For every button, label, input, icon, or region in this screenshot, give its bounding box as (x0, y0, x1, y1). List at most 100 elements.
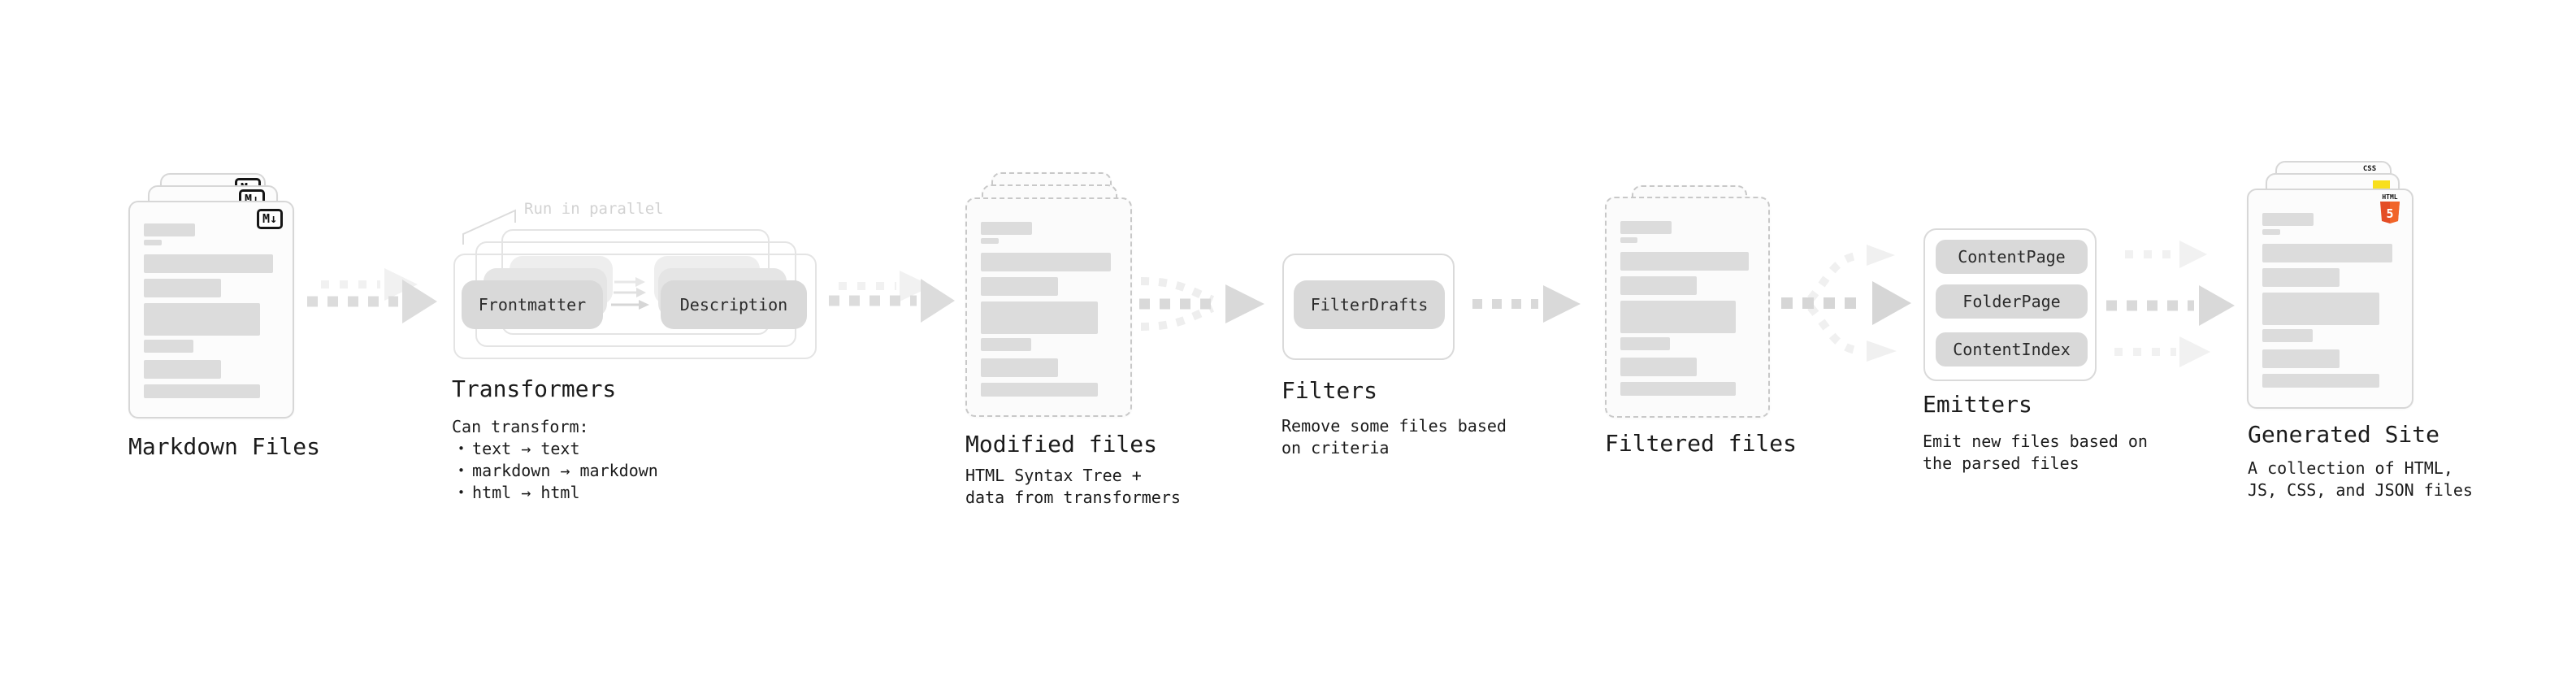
arrow-filtered-to-emitters (1781, 245, 1911, 362)
text-placeholder-bar (1620, 337, 1671, 350)
emitters-container: ContentPage FolderPage ContentIndex (1923, 228, 2097, 381)
file-card-front: HTML 5 (2247, 189, 2413, 409)
arrow-modified-to-filters (1139, 277, 1264, 331)
bullet-dot: • (458, 441, 466, 456)
caption-bullet: • html → html (452, 482, 658, 504)
text-placeholder-bar (144, 384, 260, 398)
text-placeholder-bar (981, 238, 999, 244)
arrow-transformers-to-modified (829, 271, 955, 323)
bullet-dot: • (458, 463, 466, 478)
text-placeholder-bar (144, 279, 221, 297)
text-placeholder-bar (2262, 293, 2379, 325)
caption-bullet: • text → text (452, 438, 658, 460)
text-placeholder-bar (2262, 349, 2340, 368)
filterdrafts-pill: FilterDrafts (1294, 280, 1445, 329)
text-placeholder-bar (2262, 268, 2340, 287)
run-in-parallel-note: Run in parallel (524, 200, 664, 218)
html5-icon: HTML 5 (2379, 194, 2400, 227)
frontmatter-pill: Frontmatter (462, 280, 603, 329)
text-placeholder-bar (981, 277, 1059, 296)
document-text-lines (1620, 221, 1754, 396)
arrow-emitters-to-site (2106, 241, 2235, 367)
caption-line: JS, CSS, and JSON files (2248, 480, 2473, 500)
text-placeholder-bar (144, 254, 274, 273)
stage-label-filters: Filters (1281, 377, 1378, 404)
generated-site-caption: A collection of HTML, JS, CSS, and JSON … (2248, 458, 2473, 501)
caption-line: Remove some files based (1281, 416, 1507, 436)
stage-label-emitters: Emitters (1923, 391, 2032, 418)
bullet-dot: • (458, 485, 466, 500)
stage-label-transformers: Transformers (452, 375, 617, 402)
modified-files-caption: HTML Syntax Tree + data from transformer… (965, 465, 1181, 509)
description-pill: Description (661, 280, 807, 329)
html5-shield: 5 (2380, 202, 2400, 223)
text-placeholder-bar (1620, 301, 1736, 333)
text-placeholder-bar (981, 358, 1059, 377)
arrow-markdown-to-transformers (307, 268, 437, 323)
css-icon-label: CSS (2362, 165, 2377, 173)
caption-line: on criteria (1281, 438, 1390, 458)
file-card-front (1605, 197, 1770, 418)
text-placeholder-bar (2262, 244, 2393, 262)
html5-icon-label: HTML (2382, 193, 2398, 201)
arrow-filters-to-filtered (1472, 285, 1581, 323)
text-placeholder-bar (981, 383, 1098, 397)
transformer-box-front (453, 254, 817, 359)
stage-label-generated-site: Generated Site (2248, 421, 2440, 448)
bullet-text: text → text (472, 439, 580, 458)
caption-line: Emit new files based on (1923, 432, 2148, 451)
text-placeholder-bar (1620, 237, 1638, 243)
document-text-lines (2262, 213, 2398, 388)
text-placeholder-bar (1620, 358, 1698, 376)
text-placeholder-bar (144, 223, 196, 236)
text-placeholder-bar (2262, 229, 2280, 235)
document-text-lines (981, 222, 1117, 397)
file-card-front (965, 197, 1132, 417)
text-placeholder-bar (981, 338, 1031, 351)
svg-text:5: 5 (2386, 206, 2393, 221)
caption-line: A collection of HTML, (2248, 458, 2453, 478)
folderpage-button: FolderPage (1936, 284, 2088, 319)
text-placeholder-bar (1620, 382, 1736, 396)
run-in-parallel-callout-line (462, 209, 516, 245)
caption-line: data from transformers (965, 488, 1181, 507)
text-placeholder-bar (981, 301, 1098, 334)
text-placeholder-bar (144, 360, 221, 379)
transformers-caption: Can transform: • text → text • markdown → … (452, 416, 658, 504)
emitters-caption: Emit new files based on the parsed files (1923, 431, 2148, 475)
filters-caption: Remove some files based on criteria (1281, 415, 1507, 459)
contentpage-button: ContentPage (1936, 240, 2088, 274)
text-placeholder-bar (981, 222, 1033, 235)
file-card-front: M↓ (128, 201, 294, 419)
contentindex-button: ContentIndex (1936, 332, 2088, 367)
text-placeholder-bar (1620, 252, 1750, 271)
bullet-text: html → html (472, 483, 580, 502)
markdown-icon: M↓ (256, 209, 283, 229)
caption-line: the parsed files (1923, 453, 2079, 473)
stage-label-modified-files: Modified files (965, 431, 1158, 458)
document-text-lines (144, 223, 279, 398)
text-placeholder-bar (2262, 374, 2379, 388)
stage-label-filtered-files: Filtered files (1605, 430, 1798, 457)
transformer-parallel-arrows (611, 277, 649, 310)
caption-line: HTML Syntax Tree + (965, 466, 1142, 485)
text-placeholder-bar (144, 340, 194, 353)
text-placeholder-bar (1620, 276, 1698, 295)
text-placeholder-bar (981, 253, 1112, 271)
text-placeholder-bar (144, 303, 260, 336)
text-placeholder-bar (2262, 329, 2313, 342)
javascript-icon (2373, 180, 2390, 189)
stage-label-markdown-files: Markdown Files (128, 433, 321, 460)
bullet-text: markdown → markdown (472, 461, 658, 480)
caption-line: Can transform: (452, 417, 589, 436)
text-placeholder-bar (144, 240, 162, 245)
